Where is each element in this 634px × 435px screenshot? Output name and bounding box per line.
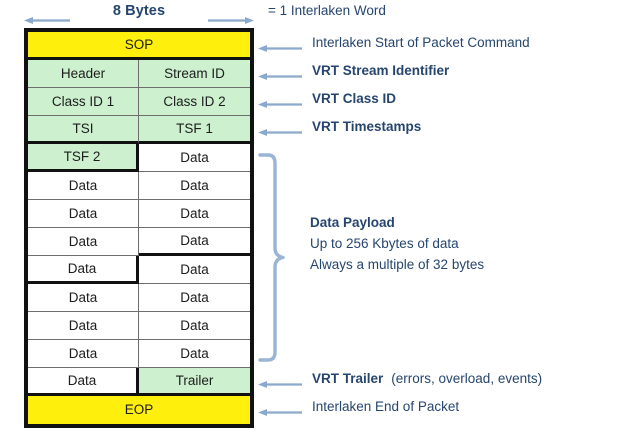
callout-timestamps-label: VRT Timestamps	[312, 118, 422, 134]
table-row-trailer: Data Trailer	[28, 368, 250, 396]
callout-trailer-label: VRT Trailer	[312, 370, 384, 386]
callout-class-id: VRT Class ID	[258, 84, 396, 112]
callout-class-id-label: VRT Class ID	[312, 90, 397, 106]
data-payload-note: Data Payload Up to 256 Kbytes of data Al…	[310, 212, 484, 275]
callout-trailer-detail: (errors, overload, events)	[391, 370, 543, 386]
cell-data: Data	[28, 340, 139, 368]
cell-data: Data	[139, 284, 250, 312]
arrow-right-icon	[208, 11, 254, 24]
table-row-timestamps: TSI TSF 1	[28, 116, 250, 144]
payload-line-1: Up to 256 Kbytes of data	[310, 236, 459, 251]
table-row: Data Data	[28, 312, 250, 340]
payload-line-2: Always a multiple of 32 bytes	[310, 257, 485, 272]
packet-width-label: 8 Bytes	[112, 3, 166, 19]
arrow-left-icon	[258, 39, 302, 52]
cell-sop: SOP	[28, 32, 250, 60]
table-row: Data Data	[28, 172, 250, 200]
payload-title: Data Payload	[310, 215, 395, 230]
packet-width-ruler: 8 Bytes	[24, 2, 254, 26]
table-row-sop: SOP	[28, 32, 250, 60]
table-row-class-id: Class ID 1 Class ID 2	[28, 88, 250, 116]
cell-data: Data	[139, 340, 250, 368]
arrow-left-icon	[24, 11, 70, 24]
callout-sop-label: Interlaken Start of Packet Command	[312, 34, 530, 50]
callout-sop: Interlaken Start of Packet Command	[258, 28, 530, 56]
arrow-left-icon	[258, 123, 302, 136]
cell-data: Data	[139, 256, 250, 284]
table-row-header-streamid: Header Stream ID	[28, 60, 250, 88]
cell-data: Data	[139, 312, 250, 340]
arrow-left-icon	[258, 95, 302, 108]
interlaken-packet-table: SOP Header Stream ID Class ID 1 Class ID…	[24, 28, 254, 428]
cell-data: Data	[139, 172, 250, 200]
table-row: Data Data	[28, 256, 250, 284]
table-row-tsf2-data: TSF 2 Data	[28, 144, 250, 172]
table-row: Data Data	[28, 340, 250, 368]
arrow-left-icon	[258, 403, 302, 416]
callout-eop-label: Interlaken End of Packet	[312, 398, 460, 414]
table-row: Data Data	[28, 200, 250, 228]
cell-data: Data	[28, 368, 139, 396]
cell-data: Data	[28, 256, 139, 284]
callout-timestamps: VRT Timestamps	[258, 112, 421, 140]
callout-trailer: VRT Trailer (errors, overload, events)	[258, 364, 542, 392]
table-row: Data Data	[28, 284, 250, 312]
table-row: Data Data	[28, 228, 250, 256]
cell-eop: EOP	[28, 396, 250, 424]
cell-class-id-2: Class ID 2	[139, 88, 250, 116]
arrow-left-icon	[258, 375, 302, 388]
callout-stream-id: VRT Stream Identifier	[258, 56, 449, 84]
callout-stream-id-label: VRT Stream Identifier	[312, 62, 450, 78]
cell-data: Data	[28, 312, 139, 340]
table-row-eop: EOP	[28, 396, 250, 424]
cell-data: Data	[139, 144, 250, 172]
cell-data: Data	[28, 284, 139, 312]
cell-data: Data	[28, 228, 139, 256]
cell-stream-id: Stream ID	[139, 60, 250, 88]
cell-tsi: TSI	[28, 116, 139, 144]
cell-data: Data	[139, 228, 250, 256]
interlaken-word-legend: = 1 Interlaken Word	[268, 3, 386, 18]
cell-trailer: Trailer	[139, 368, 250, 396]
curly-brace-icon	[258, 153, 286, 362]
cell-tsf-1: TSF 1	[139, 116, 250, 144]
cell-tsf-2: TSF 2	[28, 144, 139, 172]
callout-eop: Interlaken End of Packet	[258, 392, 459, 420]
cell-data: Data	[139, 200, 250, 228]
cell-header: Header	[28, 60, 139, 88]
cell-class-id-1: Class ID 1	[28, 88, 139, 116]
cell-data: Data	[28, 200, 139, 228]
cell-data: Data	[28, 172, 139, 200]
arrow-left-icon	[258, 67, 302, 80]
